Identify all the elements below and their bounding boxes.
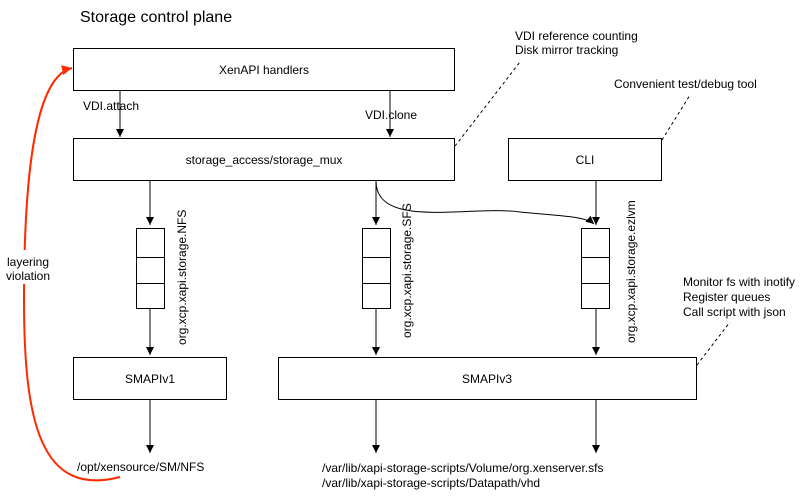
mux-note-line-2: Disk mirror tracking (515, 43, 618, 57)
layering-violation-arrow (22, 65, 121, 482)
mux-to-ezlvm-queue-arrow (375, 180, 595, 225)
cli-note-connector (661, 94, 691, 141)
smapiv3-node: SMAPIv3 (278, 357, 697, 400)
cli-node: CLI (508, 138, 662, 181)
vdi-attach-label: VDI.attach (83, 99, 139, 113)
layering-label-bg (2, 250, 50, 284)
sfs-volume-path-label: /var/lib/xapi-storage-scripts/Volume/org… (322, 461, 603, 475)
smapiv3-label: SMAPIv3 (462, 372, 512, 386)
smapiv1-label: SMAPIv1 (125, 372, 175, 386)
storage-mux-node: storage_access/storage_mux (73, 138, 455, 181)
cli-note: Convenient test/debug tool (614, 77, 757, 91)
smapiv3-note-line-1: Monitor fs with inotify (683, 275, 795, 289)
sfs-datapath-path-label: /var/lib/xapi-storage-scripts/Datapath/v… (322, 476, 540, 490)
layering-label-line-2: violation (6, 269, 50, 283)
smapiv3-note-connector (696, 321, 731, 366)
xenapi-handlers-label: XenAPI handlers (219, 63, 309, 77)
layering-label-line-1: layering (7, 255, 49, 269)
vdi-clone-label: VDI.clone (365, 108, 417, 122)
cli-label: CLI (576, 153, 595, 167)
smapiv3-note-line-2: Register queues (683, 290, 770, 304)
xenapi-handlers-node: XenAPI handlers (73, 48, 455, 91)
smapiv1-node: SMAPIv1 (73, 357, 227, 400)
nfs-queue-label: org.xcp.xapi.storage.NFS (175, 210, 189, 345)
nfs-queue (136, 228, 165, 309)
ezlvm-queue-label: org.xcp.xapi.storage.ezlvm (624, 200, 638, 343)
mux-note-connector (454, 61, 521, 147)
diagram-title: Storage control plane (80, 9, 232, 26)
sfs-queue-label: org.xcp.xapi.storage.SFS (400, 203, 414, 338)
nfs-path-label: /opt/xensource/SM/NFS (77, 460, 204, 474)
ezlvm-queue (581, 228, 610, 309)
mux-note-line-1: VDI reference counting (515, 29, 638, 43)
storage-mux-label: storage_access/storage_mux (186, 153, 343, 167)
smapiv3-note-line-3: Call script with json (683, 305, 786, 319)
sfs-queue (362, 228, 391, 309)
